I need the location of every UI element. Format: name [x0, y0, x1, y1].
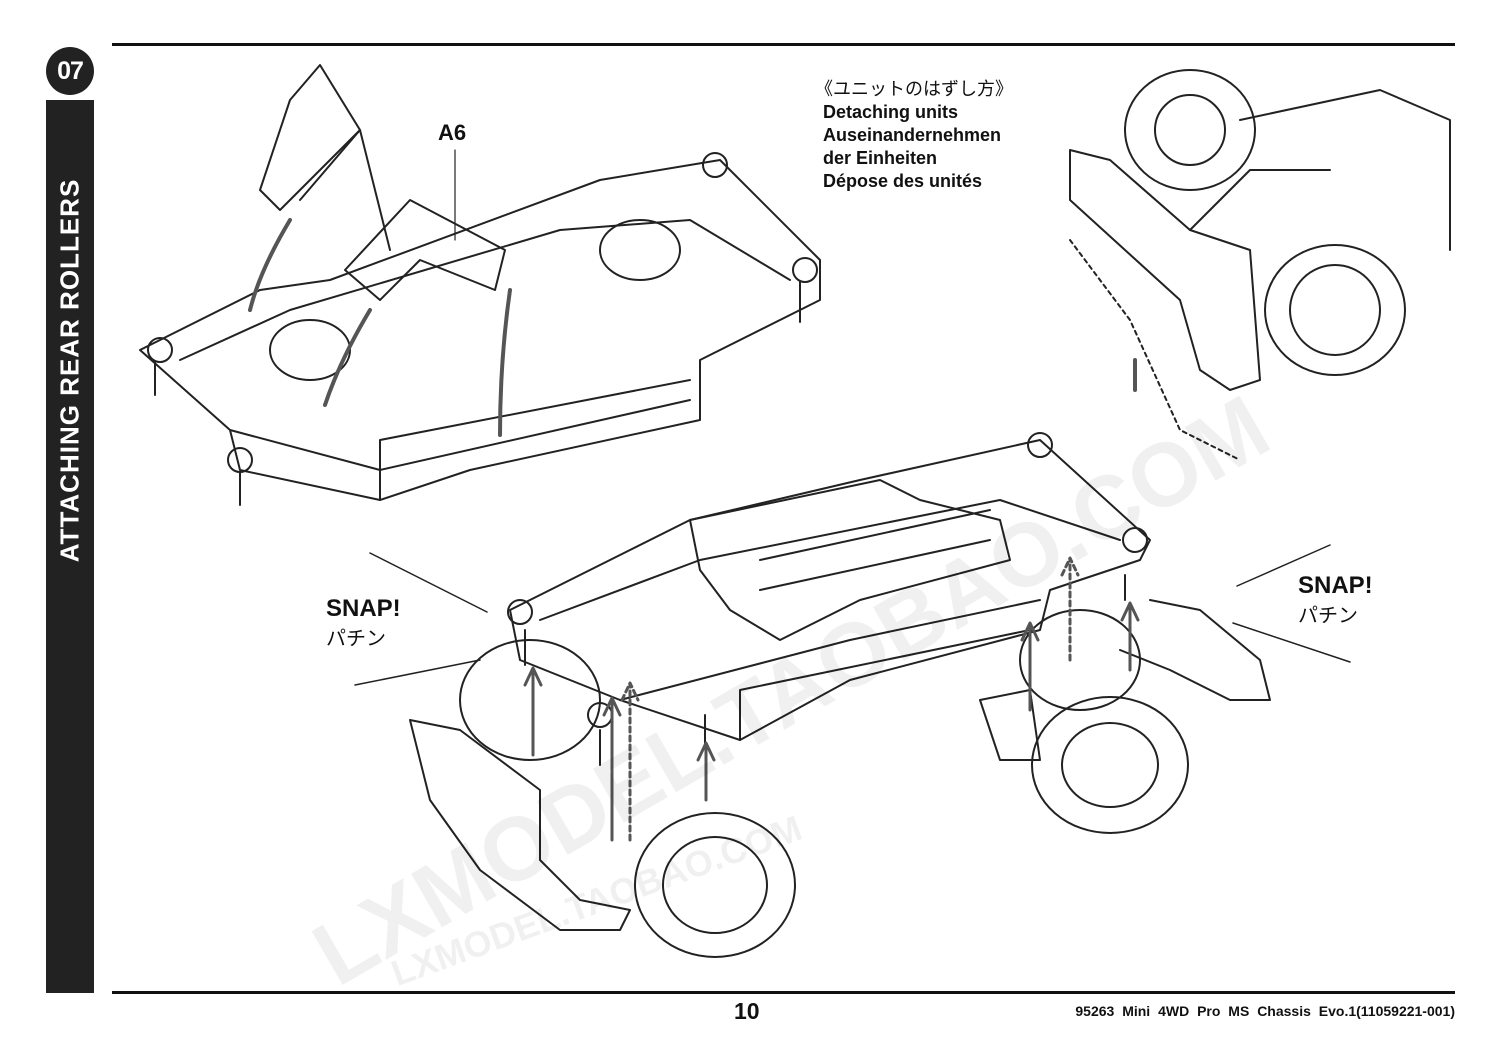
- top-rule: [112, 43, 1455, 46]
- arrow-up-icon: [523, 556, 1140, 842]
- detach-detail-drawing: [1069, 69, 1451, 461]
- part-label-a6: A6: [438, 120, 467, 145]
- detaching-units-caption: 《ユニットのはずし方》 Detaching units Auseinandern…: [815, 78, 1013, 193]
- main-chassis-drawing: [409, 432, 1271, 931]
- detaching-english: Detaching units: [823, 102, 959, 122]
- page-number: 10: [734, 998, 760, 1024]
- footer-product-code: 95263 Mini 4WD Pro MS Chassis Evo.1(1105…: [1075, 1003, 1455, 1019]
- detaching-german-2: der Einheiten: [823, 148, 938, 168]
- bottom-rule: [112, 991, 1455, 994]
- snap-right-text: SNAP!: [1298, 572, 1373, 599]
- wheel-icon: [634, 696, 1189, 958]
- snap-left-japanese: パチン: [326, 628, 386, 650]
- snap-left-text: SNAP!: [326, 595, 401, 622]
- snap-right-japanese: パチン: [1298, 605, 1358, 627]
- arrow-left-1: [248, 218, 292, 312]
- upper-chassis-drawing: [139, 64, 821, 506]
- detaching-french: Dépose des unités: [823, 171, 983, 191]
- detaching-japanese: 《ユニットのはずし方》: [815, 79, 1013, 99]
- detaching-german-1: Auseinandernehmen: [823, 125, 1002, 145]
- step-number-badge: 07: [46, 47, 94, 95]
- arrow-left-3: [498, 288, 512, 437]
- arrow-left-2: [323, 308, 372, 407]
- snap-callout-right: SNAP! パチン: [1298, 571, 1373, 631]
- section-sidebar: [46, 100, 94, 993]
- snap-callout-left: SNAP! パチン: [326, 594, 401, 654]
